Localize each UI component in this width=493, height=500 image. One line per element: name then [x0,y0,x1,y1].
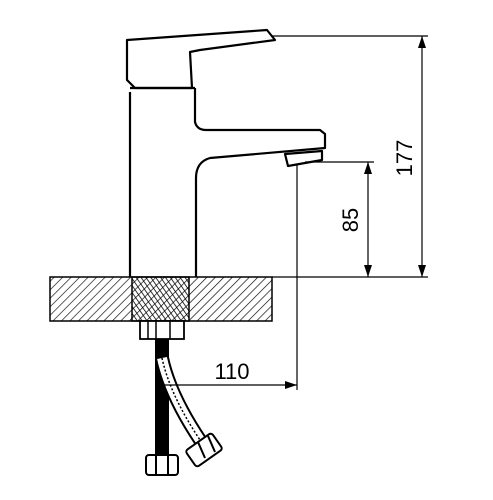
mounting-shank [131,276,190,340]
lever-handle [125,28,277,90]
hose-nut-left [145,454,179,476]
dimension-line-spout-height [364,162,372,277]
supply-hoses [145,339,223,476]
hose-nut-right [185,432,223,468]
aerator [283,149,324,168]
dimension-line-spout-reach [162,381,297,389]
faucet-body [125,28,327,277]
faucet-column [128,88,327,277]
dimension-label-spout-height: 85 [338,208,363,232]
extension-lines [161,35,428,390]
dimension-label-spout-reach: 110 [214,359,249,384]
dimension-line-total-height [418,36,426,277]
dimension-label-total-height: 177 [392,140,417,177]
